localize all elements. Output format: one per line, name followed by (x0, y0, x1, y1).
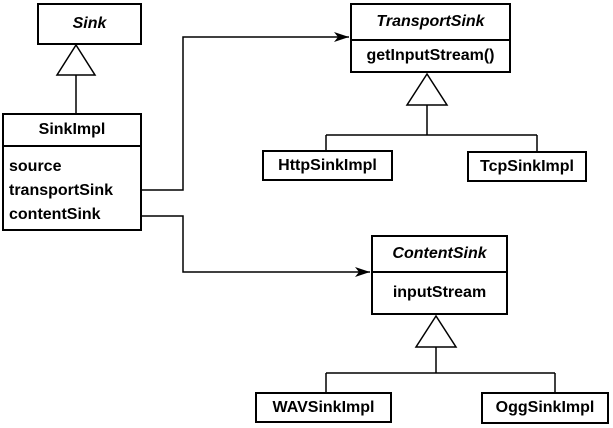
class-name-sink: Sink (72, 15, 107, 32)
class-box-oggsinkimpl: OggSinkImpl (481, 392, 609, 424)
attribute-inputstream: inputStream (392, 284, 487, 301)
class-name-oggsinkimpl: OggSinkImpl (495, 399, 595, 416)
class-box-wavsinkimpl: WAVSinkImpl (255, 392, 392, 423)
association-transportsink (142, 32, 349, 191)
class-name-wavsinkimpl: WAVSinkImpl (272, 398, 375, 416)
class-box-sinkimpl: SinkImpl source transportSink contentSin… (2, 113, 142, 231)
attribute-contentsink: contentSink (9, 206, 101, 223)
method-getinputstream: getInputStream() (366, 47, 495, 64)
generalization-http-tcp-to-transportsink (325, 72, 538, 152)
class-box-transportsink: TransportSink getInputStream() (350, 3, 511, 73)
attribute-source: source (9, 158, 62, 175)
attribute-transportsink: transportSink (9, 182, 114, 199)
class-name-httpsinkimpl: HttpSinkImpl (278, 156, 377, 174)
generalization-sinkimpl-to-sink (55, 43, 97, 114)
class-box-tcpsinkimpl: TcpSinkImpl (467, 151, 587, 182)
arrowhead-transportsink (334, 32, 349, 42)
class-name-sinkimpl: SinkImpl (4, 115, 140, 147)
class-name-contentsink: ContentSink (373, 237, 506, 273)
class-box-httpsinkimpl: HttpSinkImpl (262, 150, 393, 181)
attribute-compartment-sinkimpl: source transportSink contentSink (4, 147, 140, 227)
generalization-wav-ogg-to-contentsink (325, 314, 556, 393)
class-box-sink: Sink (37, 3, 142, 45)
class-name-tcpsinkimpl: TcpSinkImpl (480, 157, 574, 175)
class-box-contentsink: ContentSink inputStream (371, 235, 508, 315)
association-contentsink (142, 215, 370, 277)
arrowhead-contentsink (355, 267, 370, 277)
class-name-transportsink: TransportSink (352, 5, 509, 41)
